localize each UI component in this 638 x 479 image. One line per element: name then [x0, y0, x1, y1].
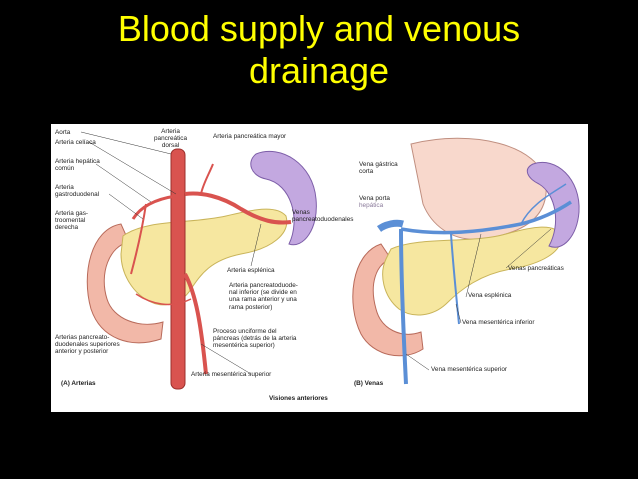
label-arteria-hepatica-comun: Arteria hepática común — [55, 158, 100, 173]
label-panel-a: (A) Arterias — [61, 380, 96, 387]
label-arteria-gastroduodenal: Arteria gastroduodenal — [55, 184, 100, 199]
slide-title: Blood supply and venous drainage — [0, 8, 638, 92]
celiac-trunk — [184, 191, 292, 225]
leader-gastroduodenal — [108, 193, 144, 220]
label-hepatica: hepática — [359, 202, 384, 210]
label-arteria-esplenica: Arteria esplénica — [227, 267, 275, 274]
leader-splenic-vein — [465, 233, 482, 298]
label-aorta: Aorta — [55, 129, 71, 136]
label-vena-porta: Vena porta — [359, 195, 390, 203]
portal-vein — [376, 219, 404, 232]
leader-sma — [200, 343, 252, 375]
figure-caption: Visiones anteriores — [269, 395, 328, 402]
aorta — [170, 148, 186, 390]
pancreaticoduodenal-artery — [135, 293, 192, 306]
slide-title-line2: drainage — [248, 50, 390, 91]
label-proceso-unciforme: Proceso unciforme del páncreas (detrás d… — [213, 328, 297, 350]
leader-aorta — [80, 131, 172, 155]
superior-mesenteric-vein — [399, 228, 408, 385]
duodenum-b — [352, 243, 424, 357]
gastroduodenal-artery — [130, 203, 147, 275]
label-arteria-pancreatica-mayor: Arteria pancreática mayor — [213, 133, 287, 140]
duodenum-a — [86, 223, 164, 344]
label-vena-esplenica: Vena esplénica — [468, 292, 512, 299]
label-vena-mesenterica-superior: Vena mesentérica superior — [431, 366, 508, 373]
leader-smv — [405, 353, 430, 371]
spleen-b — [526, 162, 580, 248]
leader-imv — [455, 303, 462, 324]
spleen-a — [250, 150, 317, 246]
leader-splenic — [250, 223, 262, 267]
superior-mesenteric-artery — [183, 273, 208, 375]
label-arteria-pancreatica-dorsal: Arteria pancreática dorsal — [154, 128, 188, 150]
label-arterias-pancreatoduodenales: Arterias pancreato- duodenales superiore… — [55, 334, 120, 356]
label-venas-pancreatoduodenales: Venas pancreatoduodenales — [292, 209, 354, 224]
anatomy-figure: Aorta Arteria celíaca Arteria hepática c… — [51, 124, 588, 412]
label-arteria-pancreatoduodenal-inferior: Arteria pancreatoduode- nal inferior (se… — [229, 282, 298, 311]
anatomy-drawing — [80, 131, 580, 390]
label-panel-b: (B) Venas — [354, 380, 384, 387]
dorsal-pancreatic-artery — [200, 163, 214, 195]
leader-celiac — [88, 141, 177, 195]
label-vena-mesenterica-inferior: Vena mesentérica inferior — [462, 319, 535, 326]
pancreas-b — [382, 226, 562, 316]
leader-pancreatic-veins — [505, 228, 552, 269]
label-vena-gastrica-corta: Vena gástrica corta — [359, 161, 398, 176]
label-arteria-celiaca: Arteria celíaca — [55, 139, 96, 146]
slide-title-line1: Blood supply and venous — [117, 8, 521, 49]
label-venas-pancreaticas: Venas pancreáticas — [508, 265, 564, 272]
leader-hepatic — [95, 163, 152, 203]
inferior-mesenteric-vein — [450, 233, 460, 325]
splenic-vein — [400, 200, 572, 235]
label-arteria-gastroomental: Arteria gas- troomental derecha — [55, 210, 89, 232]
label-vena-porta-hepatica: Vena porta hepática — [359, 188, 390, 210]
short-gastric-vein — [520, 183, 567, 225]
label-arteria-mesenterica-superior: Arteria mesentérica superior — [191, 371, 272, 378]
hepatic-artery — [131, 194, 177, 220]
